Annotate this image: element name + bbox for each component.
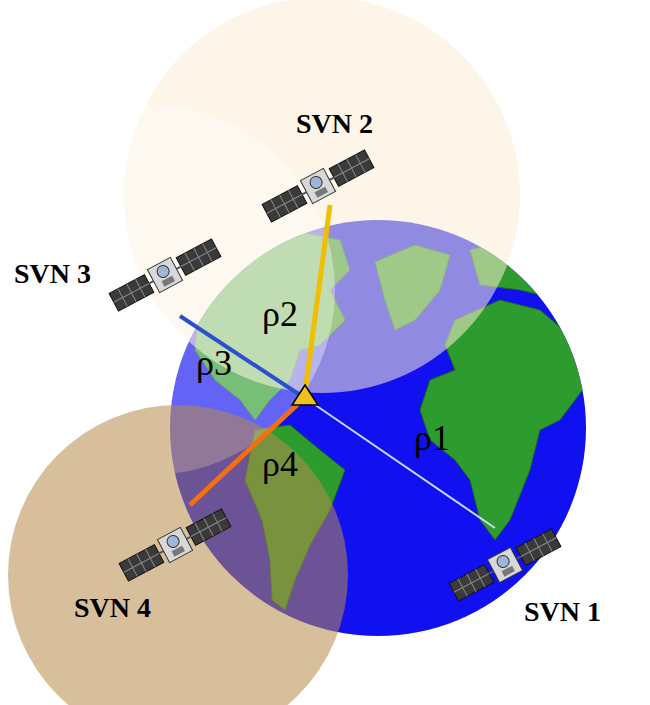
range-label: ρ3 — [196, 345, 232, 381]
range-label: ρ4 — [262, 446, 298, 482]
range-label: ρ1 — [414, 420, 450, 456]
satellite-label: SVN 1 — [524, 598, 601, 626]
range-label: ρ2 — [262, 296, 298, 332]
satellite-label: SVN 4 — [74, 594, 151, 622]
satellite-label: SVN 3 — [14, 260, 91, 288]
satellite-label: SVN 2 — [296, 110, 373, 138]
